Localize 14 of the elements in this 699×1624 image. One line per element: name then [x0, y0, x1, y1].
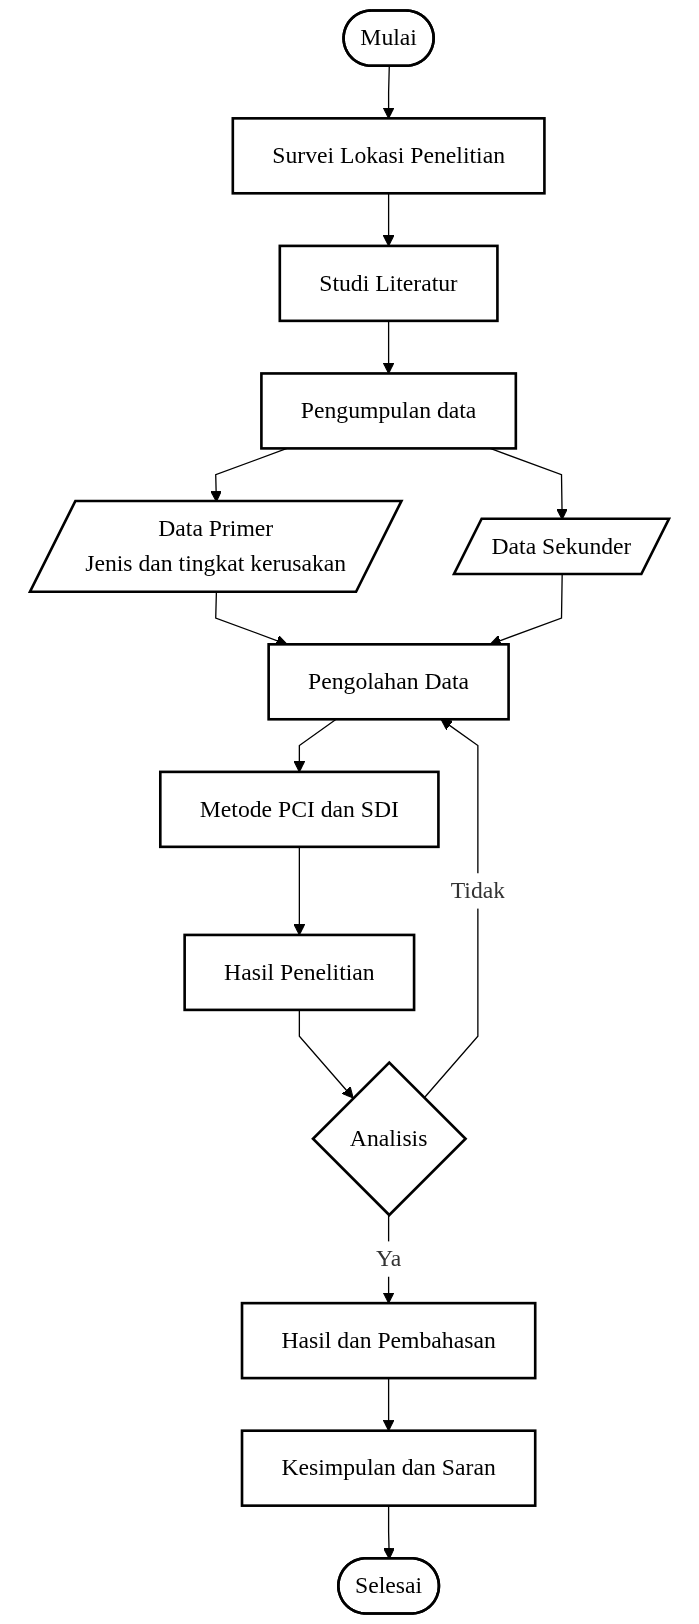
- edge-label: Ya: [376, 1245, 402, 1272]
- node-box: Kesimpulan dan Saran: [240, 1429, 537, 1507]
- node-box: Studi Literatur: [278, 244, 499, 323]
- node-box: Pengolahan Data: [267, 643, 510, 721]
- node-box: Metode PCI dan SDI: [159, 770, 440, 849]
- arrow: [382, 320, 395, 374]
- node-diamond: Analisis: [311, 1060, 468, 1217]
- node-box: Survei Lokasi Penelitian: [231, 117, 546, 195]
- edge-label: Tidak: [450, 877, 506, 904]
- node-box: Pengumpulan data: [260, 372, 518, 450]
- node-box: Hasil Penelitian: [183, 933, 416, 1012]
- arrow: [298, 1009, 354, 1099]
- node-box: Hasil dan Pembahasan: [240, 1301, 537, 1380]
- arrow: [382, 65, 395, 119]
